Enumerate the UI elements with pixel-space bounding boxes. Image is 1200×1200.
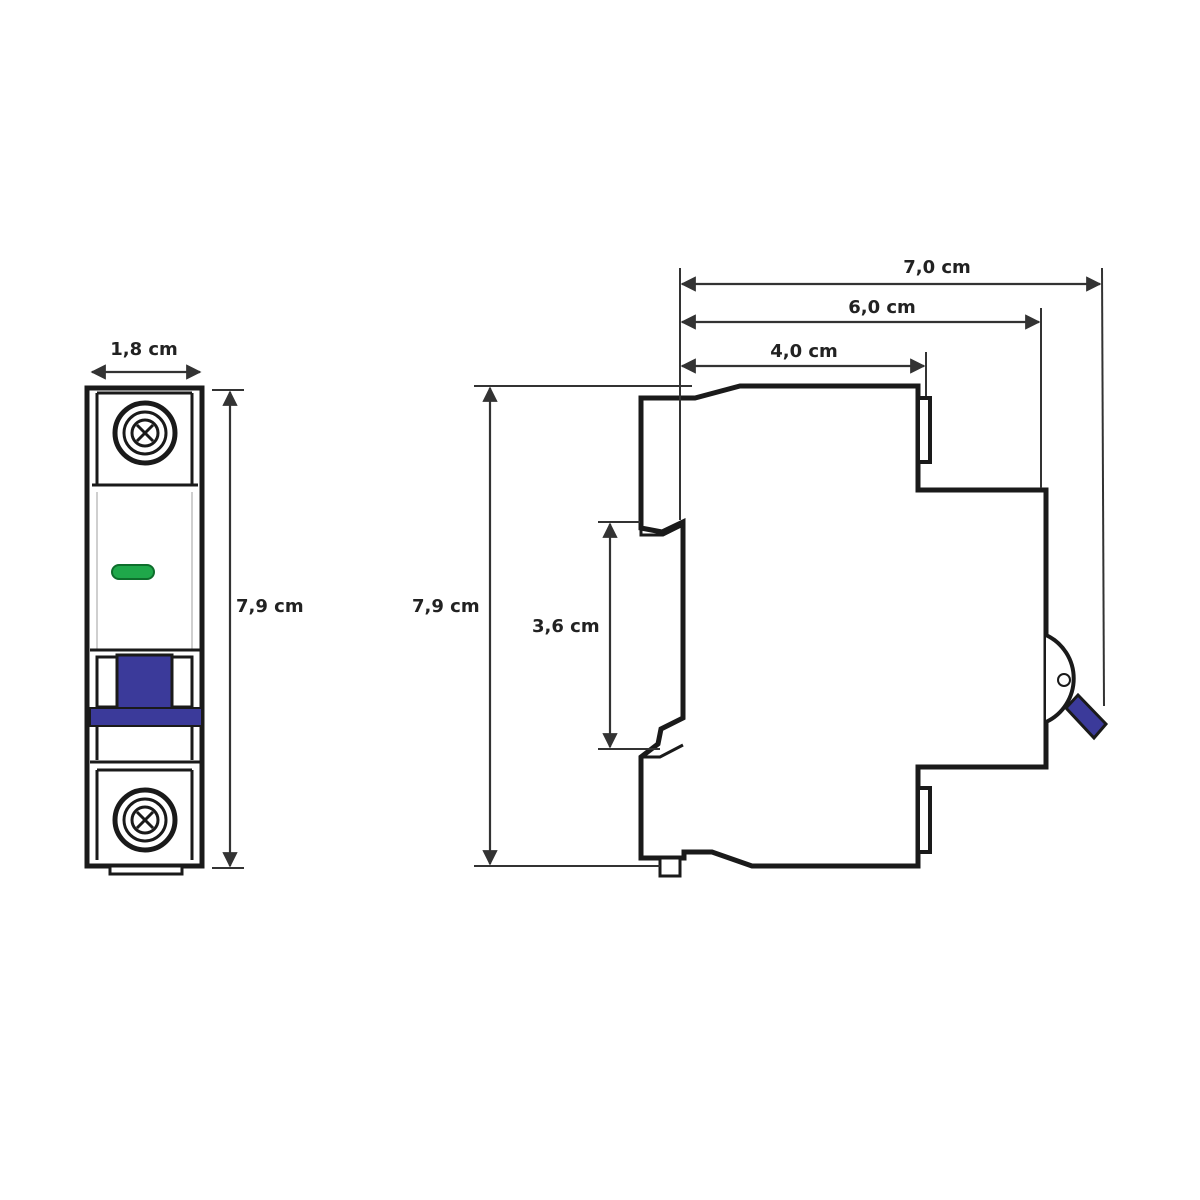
top-screw-icon (112, 400, 178, 466)
lever-handle-icon (1063, 692, 1109, 741)
depth-7-label: 7,0 cm (903, 257, 971, 278)
depth-4-label: 4,0 cm (770, 341, 838, 362)
side-height-label: 7,9 cm (412, 596, 480, 617)
toggle-lever-icon (115, 653, 174, 712)
bottom-tab (658, 856, 682, 878)
rail-dimension-label: 3,6 cm (532, 616, 600, 637)
front-view: 1,8 cm 7,9 cm (84, 339, 304, 876)
side-body (638, 383, 1049, 869)
bottom-screw-icon (112, 787, 178, 853)
status-indicator-icon (111, 564, 155, 580)
top-pin (916, 396, 932, 464)
toggle-band (89, 707, 203, 727)
lever-pivot-icon (1057, 673, 1071, 687)
depth-6-label: 6,0 cm (848, 297, 916, 318)
front-height-label: 7,9 cm (236, 596, 304, 617)
bottom-pin (916, 786, 932, 854)
side-view: 7,9 cm 3,6 cm 4,0 cm 6,0 cm 7,0 cm (412, 257, 1109, 878)
front-width-label: 1,8 cm (110, 339, 178, 360)
front-foot (108, 864, 184, 876)
front-body (84, 385, 205, 869)
